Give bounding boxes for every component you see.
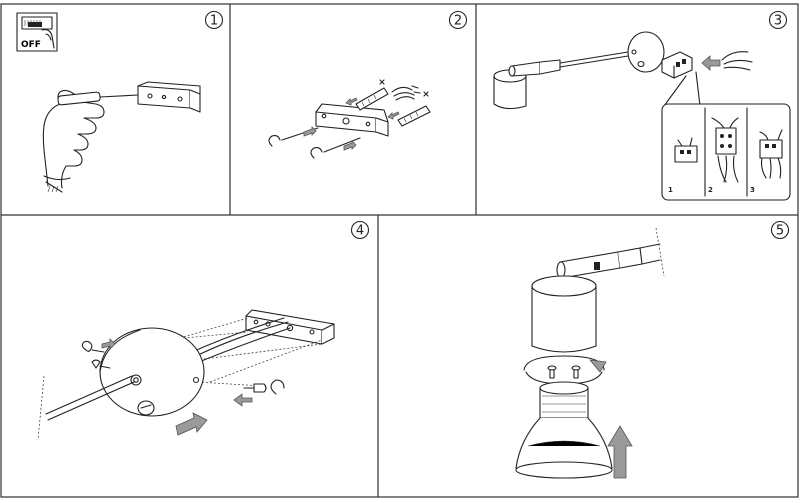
panel-3-wiring: 1 2 3	[493, 31, 791, 201]
direction-arrow-icon	[175, 412, 208, 436]
direction-arrow-icon	[701, 55, 721, 71]
direction-arrow-icon	[303, 126, 317, 137]
rotate-arrow-icon	[523, 355, 607, 385]
cable-wires-icon	[191, 317, 291, 365]
off-label: OFF	[21, 40, 41, 50]
step-number-3-text: 3	[774, 14, 782, 29]
step-number-3: 3	[768, 10, 788, 30]
step-number-2: 2	[448, 10, 468, 30]
panel-5-bulb-fitting	[515, 227, 665, 479]
panel-4-canopy-fixing	[37, 309, 335, 441]
screw-icon	[81, 338, 116, 353]
mounting-bracket-icon	[137, 81, 201, 113]
direction-arrow-icon	[345, 97, 358, 106]
direction-arrow-icon	[387, 111, 400, 120]
power-switch-icon	[16, 12, 58, 52]
screw-icon	[91, 359, 111, 369]
step-number-1: 1	[204, 10, 224, 30]
terminal-block-icon	[661, 51, 693, 79]
wiring-substep-1: 1	[668, 186, 673, 194]
panel-2-bracket-mounting	[268, 79, 431, 159]
direction-arrow-icon	[233, 393, 253, 407]
step-number-5: 5	[770, 220, 790, 240]
gu10-bulb-icon	[515, 365, 613, 479]
push-up-arrow-icon	[607, 425, 633, 479]
wiring-detail-callout: 1 2 3	[661, 103, 791, 201]
cable-wires-icon	[379, 79, 429, 101]
lamp-arm-icon	[37, 375, 135, 441]
panel-grid	[0, 3, 799, 498]
step-number-5-text: 5	[776, 224, 784, 239]
screw-icon	[310, 137, 361, 159]
ceiling-canopy-icon	[627, 31, 665, 73]
lamp-housing-icon	[531, 275, 597, 353]
step-number-4: 4	[350, 220, 370, 240]
wall-plug-icon	[355, 87, 389, 111]
screw-icon	[243, 379, 285, 395]
cable-wires-icon	[721, 51, 753, 71]
wiring-substep-3: 3	[750, 186, 755, 194]
direction-arrow-icon	[343, 140, 357, 151]
wiring-substep-2: 2	[708, 186, 713, 194]
step-number-4-text: 4	[356, 224, 364, 239]
step-number-2-text: 2	[454, 14, 462, 29]
step-number-1-text: 1	[210, 14, 218, 29]
wall-plug-icon	[397, 105, 431, 127]
hand-with-screwdriver-icon	[42, 89, 139, 193]
lamp-arm-icon	[493, 51, 629, 110]
wall-plate-bracket-icon	[315, 103, 389, 137]
lamp-arm-icon	[556, 227, 665, 279]
panel-1-switch-off: OFF	[16, 12, 201, 193]
canopy-icon	[99, 327, 205, 417]
